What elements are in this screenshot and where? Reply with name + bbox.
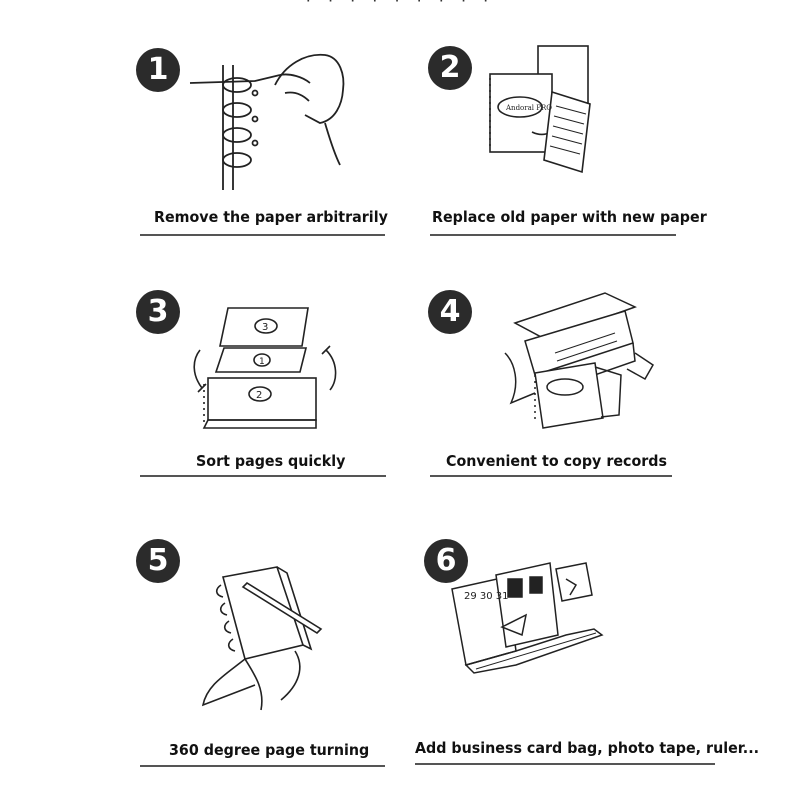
step-4-caption: Convenient to copy records [446, 452, 668, 470]
step-2-badge: 2 [428, 46, 472, 90]
step-6-underline [415, 763, 715, 765]
sort-pages-illustration: 3 1 2 [193, 307, 337, 429]
page-number-bottom: 2 [256, 390, 262, 401]
step-4-badge: 4 [428, 290, 472, 334]
step-5-underline [140, 765, 385, 767]
step-6-badge: 6 [424, 539, 468, 583]
step-1-underline [140, 234, 385, 236]
page-number-top: 3 [262, 322, 268, 333]
copier-illustration [504, 292, 654, 429]
step-3-badge: 3 [136, 290, 180, 334]
notebook-brand-text: Andoral PRO [505, 104, 552, 112]
step-3-caption: Sort pages quickly [196, 452, 346, 470]
calendar-digits: 29 30 31 [464, 591, 509, 602]
step-5-caption: 360 degree page turning [169, 741, 370, 759]
partial-title-cut: · · · · · · · · · [0, 0, 800, 8]
step-3-underline [140, 475, 386, 477]
step-4-underline [430, 475, 672, 477]
step-6-caption: Add business card bag, photo tape, ruler… [415, 739, 760, 757]
step-1-badge: 1 [136, 48, 180, 92]
step-1-caption: Remove the paper arbitrarily [154, 208, 388, 226]
replace-paper-illustration: Andoral PRO [489, 45, 591, 174]
page-turning-illustration [201, 566, 323, 711]
page-number-middle: 1 [259, 357, 265, 367]
ring-binder-remove-illustration [189, 53, 345, 190]
step-2-caption: Replace old paper with new paper [432, 208, 707, 226]
accessories-illustration: 29 30 31 [451, 562, 604, 674]
step-2-underline [430, 234, 676, 236]
step-5-badge: 5 [136, 539, 180, 583]
